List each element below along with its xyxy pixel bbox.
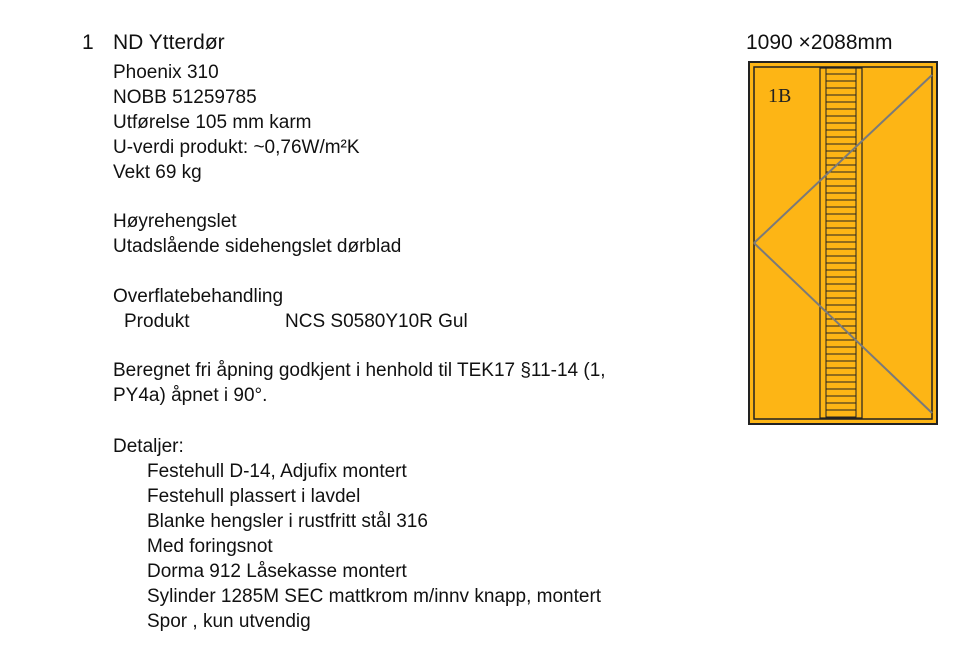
- hinge-info: Høyrehengslet Utadslående sidehengslet d…: [113, 209, 401, 259]
- opening-line-2: PY4a) åpnet i 90°.: [113, 385, 268, 406]
- spec-frame: Utførelse 105 mm karm: [113, 112, 312, 133]
- spec-nobb: NOBB 51259785: [113, 87, 257, 108]
- surface-row: Produkt NCS S0580Y10R Gul: [113, 309, 468, 334]
- item-title: ND Ytterdør: [113, 31, 225, 54]
- surface-value: NCS S0580Y10R Gul: [285, 311, 468, 332]
- details-heading: Detaljer:: [113, 436, 184, 457]
- spec-weight: Vekt 69 kg: [113, 162, 202, 183]
- dimensions: 1090 ×2088mm: [746, 31, 893, 54]
- spec-model: Phoenix 310: [113, 62, 219, 83]
- spec-list: Phoenix 310 NOBB 51259785 Utførelse 105 …: [113, 60, 360, 185]
- surface-heading: Overflatebehandling: [113, 286, 284, 307]
- detail-item: Med foringsnot: [147, 536, 273, 557]
- opening-note: Beregnet fri åpning godkjent i henhold t…: [113, 358, 606, 408]
- door-tag: 1B: [768, 85, 791, 107]
- glass-stripes: [826, 73, 856, 418]
- surface-label: Produkt: [124, 311, 190, 332]
- swing-line-bottom: [753, 242, 933, 414]
- swing-line-top: [753, 74, 933, 244]
- door-drawing: 1B: [748, 61, 938, 425]
- details: Detaljer: Festehull D-14, Adjufix monter…: [113, 434, 601, 634]
- spec-u-value: U-verdi produkt: ~0,76W/m²K: [113, 137, 360, 158]
- glass-panel: [819, 67, 863, 419]
- detail-item: Sylinder 1285M SEC mattkrom m/innv knapp…: [147, 586, 602, 607]
- detail-item: Festehull D-14, Adjufix montert: [147, 461, 407, 482]
- hinge-type: Utadslående sidehengslet dørblad: [113, 236, 402, 257]
- detail-item: Spor , kun utvendig: [147, 611, 311, 632]
- hinge-side: Høyrehengslet: [113, 211, 237, 232]
- detail-item: Blanke hengsler i rustfritt stål 316: [147, 511, 428, 532]
- surface-treatment: Overflatebehandling Produkt NCS S0580Y10…: [113, 284, 468, 334]
- item-number: 1: [82, 31, 94, 54]
- opening-line-1: Beregnet fri åpning godkjent i henhold t…: [113, 360, 606, 381]
- detail-item: Dorma 912 Låsekasse montert: [147, 561, 407, 582]
- detail-item: Festehull plassert i lavdel: [147, 486, 361, 507]
